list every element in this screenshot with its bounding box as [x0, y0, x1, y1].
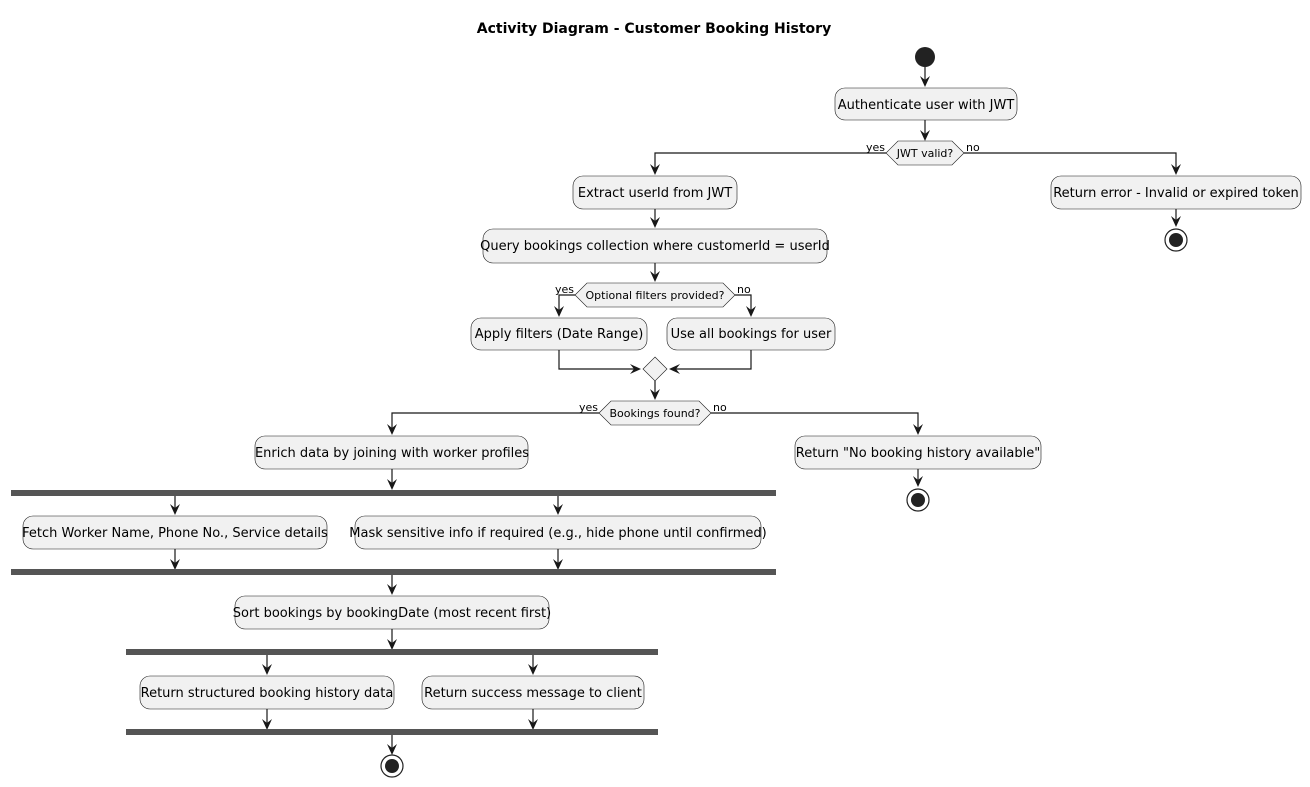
action-use-all-bookings-label: Use all bookings for user	[671, 327, 832, 342]
end-node-no-history	[906, 488, 930, 512]
action-use-all-bookings: Use all bookings for user	[666, 317, 836, 351]
join-bar-2	[126, 729, 658, 735]
action-return-structured: Return structured booking history data	[139, 675, 395, 710]
merge-node	[642, 356, 668, 382]
action-query-bookings-label: Query bookings collection where customer…	[480, 239, 830, 254]
action-return-error: Return error - Invalid or expired token	[1050, 175, 1302, 210]
action-authenticate: Authenticate user with JWT	[834, 87, 1018, 121]
action-fetch-worker: Fetch Worker Name, Phone No., Service de…	[22, 515, 328, 550]
found-yes-label: yes	[579, 401, 598, 414]
action-return-no-history-label: Return "No booking history available"	[796, 446, 1041, 461]
action-authenticate-label: Authenticate user with JWT	[838, 98, 1015, 113]
start-node	[915, 47, 935, 67]
diagram-title: Activity Diagram - Customer Booking Hist…	[477, 21, 831, 37]
action-return-error-label: Return error - Invalid or expired token	[1053, 186, 1299, 201]
action-apply-filters: Apply filters (Date Range)	[470, 317, 648, 351]
fork-bar-2	[126, 649, 658, 655]
jwt-no-label: no	[966, 141, 980, 154]
decision-filters-provided: Optional filters provided?	[574, 282, 736, 308]
action-fetch-worker-label: Fetch Worker Name, Phone No., Service de…	[22, 526, 328, 541]
fork-bar-1	[11, 490, 776, 496]
end-node-error	[1164, 228, 1188, 252]
jwt-yes-label: yes	[866, 141, 885, 154]
action-sort-bookings-label: Sort bookings by bookingDate (most recen…	[233, 606, 551, 621]
action-return-no-history: Return "No booking history available"	[794, 435, 1042, 470]
decision-filters-provided-label: Optional filters provided?	[586, 289, 725, 302]
action-return-structured-label: Return structured booking history data	[141, 686, 394, 701]
action-sort-bookings: Sort bookings by bookingDate (most recen…	[233, 595, 551, 630]
action-enrich-data-label: Enrich data by joining with worker profi…	[255, 446, 529, 461]
action-query-bookings: Query bookings collection where customer…	[480, 228, 830, 264]
decision-jwt-valid-label: JWT valid?	[896, 147, 954, 160]
action-return-success: Return success message to client	[421, 675, 645, 710]
action-extract-userid-label: Extract userId from JWT	[578, 186, 732, 201]
filters-no-label: no	[737, 283, 751, 296]
decision-jwt-valid: JWT valid?	[885, 140, 965, 166]
filters-yes-label: yes	[555, 283, 574, 296]
join-bar-1	[11, 569, 776, 575]
action-enrich-data: Enrich data by joining with worker profi…	[254, 435, 529, 470]
action-extract-userid: Extract userId from JWT	[572, 175, 738, 210]
action-return-success-label: Return success message to client	[424, 686, 642, 701]
decision-bookings-found-label: Bookings found?	[610, 407, 701, 420]
decision-bookings-found: Bookings found?	[598, 400, 712, 426]
end-node-final	[380, 754, 404, 778]
action-mask-info-label: Mask sensitive info if required (e.g., h…	[349, 526, 766, 541]
action-apply-filters-label: Apply filters (Date Range)	[475, 327, 644, 342]
found-no-label: no	[713, 401, 727, 414]
action-mask-info: Mask sensitive info if required (e.g., h…	[349, 515, 767, 550]
